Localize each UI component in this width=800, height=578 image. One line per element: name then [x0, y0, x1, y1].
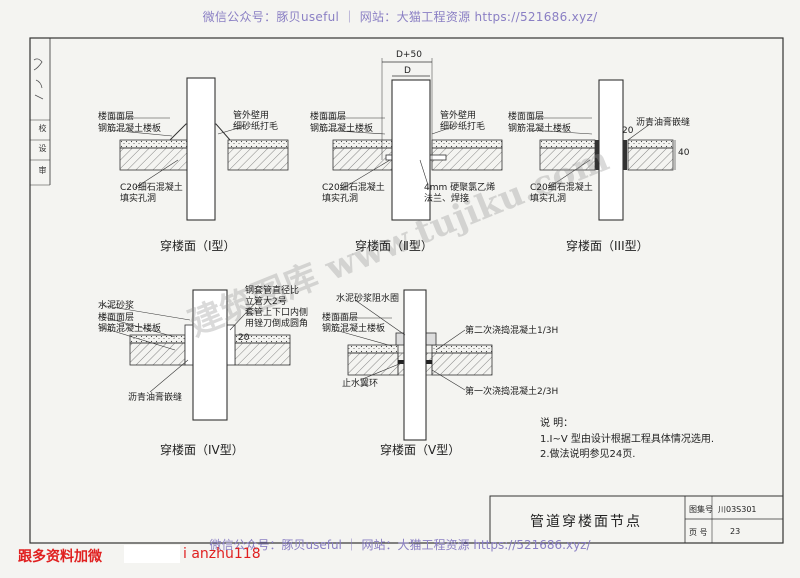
t3-caption: 穿楼面（III型） [566, 239, 649, 253]
t4-sleeve-line1: 钢套管直径比 [245, 286, 300, 296]
t4-slab-label: 钢筋混凝土楼板 [98, 324, 162, 334]
t3-dim40: 40 [678, 148, 690, 158]
t5-first-label: 第一次浇捣混凝土2/3H [465, 387, 559, 397]
note-item-1: 1.I~V 型由设计根据工程具体情况选用. [540, 434, 715, 445]
redaction-box [124, 545, 180, 563]
t3-floor-label: 楼面面层 [508, 112, 545, 122]
t4-floor-label: 楼面面层 [98, 313, 135, 323]
drawing-title: 管道穿楼面节点 [530, 514, 642, 530]
t2-floor-label: 楼面面层 [310, 112, 347, 122]
t2-d-label: D [404, 66, 411, 76]
side-label-check: 校 [38, 124, 47, 132]
notes-heading: 说 明： [540, 418, 574, 429]
t2-caption: 穿楼面（Ⅱ型） [355, 239, 433, 253]
t1-sand-label: 细砂纸打毛 [233, 122, 279, 132]
t1-pipewall-label: 管外壁用 [233, 111, 270, 121]
t1-floor-label: 楼面面层 [98, 112, 135, 122]
figure-type3 [529, 79, 676, 221]
t5-slab-label: 钢筋混凝土楼板 [322, 324, 386, 334]
page-value: 23 [730, 527, 741, 536]
t2-weld-label: 法兰、焊接 [424, 194, 470, 204]
t5-second-label: 第二次浇捣混凝土1/3H [465, 326, 559, 336]
t3-dim20: 20 [622, 126, 634, 136]
figure-type4 [99, 289, 291, 421]
follow-text: 跟多资料加微 [18, 549, 102, 565]
t3-slab-label: 钢筋混凝土楼板 [508, 124, 572, 134]
t3-fill-label: 填实孔洞 [530, 194, 567, 204]
t4-sleeve-line2: 立管大2号 [245, 297, 287, 307]
t1-slab-label: 钢筋混凝土楼板 [98, 124, 162, 134]
t2-pipewall-label: 管外壁用 [440, 111, 477, 121]
page-frame [29, 37, 784, 544]
t4-sleeve-line4: 用锉刀倒成圆角 [245, 319, 309, 329]
t2-sand-label: 细砂纸打毛 [440, 122, 486, 132]
side-label-review: 审 [38, 166, 47, 174]
t5-caption: 穿楼面（Ⅴ型） [380, 443, 461, 457]
t2-concrete-label: C20细石混凝土 [322, 183, 385, 193]
t1-fill-label: 填实孔洞 [120, 194, 157, 204]
t5-floor-label: 楼面面层 [322, 313, 359, 323]
top-watermark: 微信公众号：豚贝useful ｜ 网站：大猫工程资源 https://52168… [202, 10, 598, 24]
t3-concrete-label: C20细石混凝土 [530, 183, 593, 193]
t2-pvc-label: 4mm 硬聚氯乙烯 [424, 183, 496, 193]
t4-sleeve-line3: 套管上下口内侧 [245, 308, 309, 318]
t2-d50-label: D+50 [396, 50, 422, 60]
t4-mortar-label: 水泥砂浆 [98, 301, 135, 311]
t3-asphalt-label: 沥青油膏嵌缝 [636, 118, 691, 128]
figure-type2 [321, 58, 503, 221]
t4-caption: 穿楼面（ⅠV型） [160, 443, 244, 457]
t5-ring-label: 水泥砂浆阻水圈 [336, 294, 400, 304]
t1-concrete-label: C20细石混凝土 [120, 183, 183, 193]
figure-type5 [334, 289, 493, 441]
t5-waterring-label: 止水翼环 [342, 379, 379, 389]
note-item-2: 2.做法说明参见24页. [540, 449, 636, 460]
figure-type1 [109, 77, 289, 221]
t1-caption: 穿楼面（Ⅰ型） [160, 239, 236, 253]
t2-fill-label: 填实孔洞 [322, 194, 359, 204]
t4-dim20: 20 [238, 333, 250, 343]
signature-marks [33, 58, 44, 100]
side-label-design: 设 [38, 144, 47, 152]
atlas-label: 图集号 [689, 505, 713, 514]
atlas-value: 川03S301 [718, 505, 757, 514]
title-block-frame [489, 495, 784, 544]
bottom-watermark: 微信公众号：豚贝useful ｜ 网站：大猫工程资源 https://52168… [209, 538, 591, 552]
t2-slab-label: 钢筋混凝土楼板 [310, 124, 374, 134]
t4-asphalt-label: 沥青油膏嵌缝 [128, 393, 183, 403]
page-label: 页 号 [689, 528, 708, 537]
follow-id: i anzhu118 [183, 546, 261, 562]
